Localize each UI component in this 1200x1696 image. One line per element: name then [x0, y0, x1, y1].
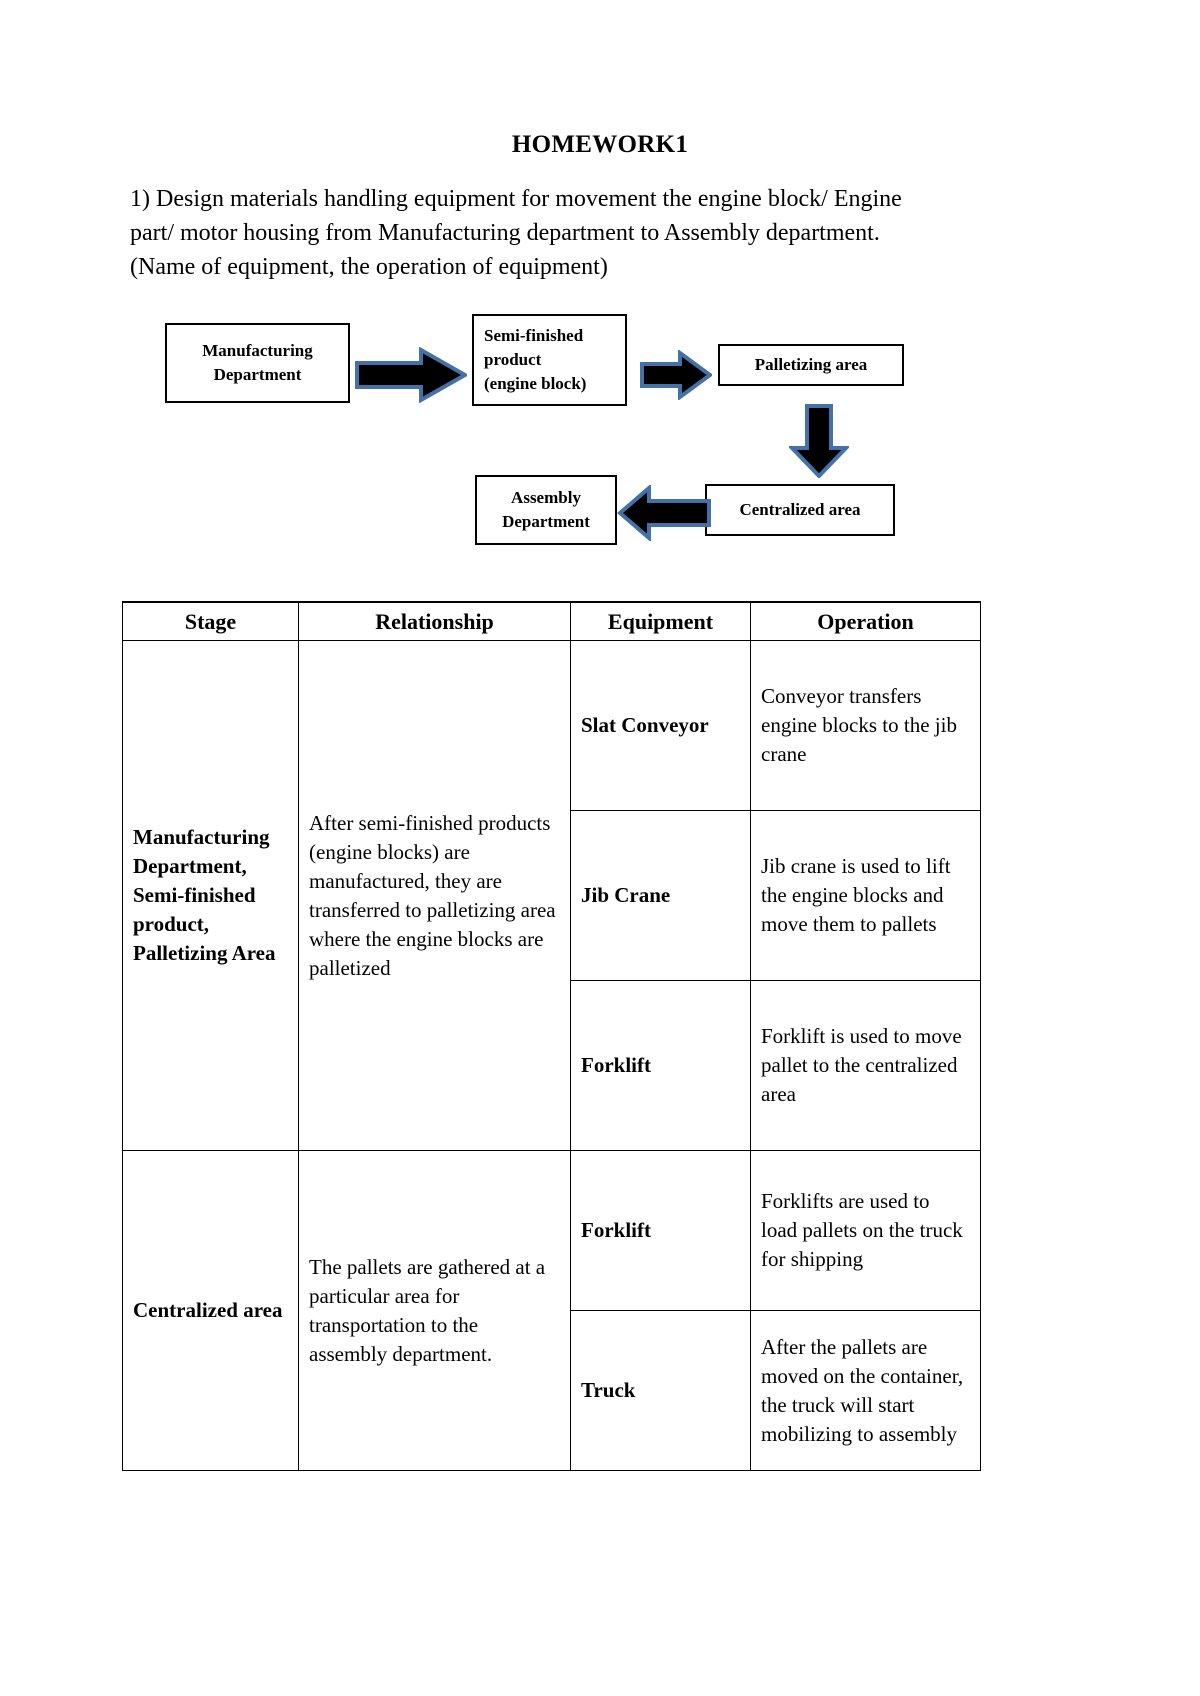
arrow-down-icon — [789, 404, 849, 478]
table-cell-operation: Forklift is used to move pallet to the c… — [750, 980, 981, 1151]
table-cell-operation: Jib crane is used to lift the engine blo… — [750, 810, 981, 981]
page-title: HOMEWORK1 — [511, 131, 689, 158]
table-cell-operation: After the pallets are moved on the conta… — [750, 1310, 981, 1471]
diagram-box-semifinished-line1: Semi-finished — [484, 326, 584, 345]
equipment-table-wrapper: Stage Relationship Equipment Operation M… — [122, 601, 981, 1471]
table-row: Jib Crane Jib crane is used to lift the … — [123, 810, 981, 981]
arrow-right-icon — [355, 347, 467, 403]
intro-line-1: 1) Design materials handling equipment f… — [130, 186, 902, 212]
table-header-operation: Operation — [750, 601, 981, 641]
diagram-box-manufacturing-line1: Manufacturing — [202, 341, 313, 360]
table-header-stage: Stage — [122, 601, 299, 641]
table-row: Truck After the pallets are moved on the… — [123, 1310, 981, 1471]
diagram-box-semifinished-line2: product — [484, 350, 542, 369]
diagram-box-centralized-label: Centralized area — [739, 500, 861, 519]
diagram-box-assembly-line2: Department — [502, 512, 590, 531]
diagram-box-manufacturing-line2: Department — [213, 365, 302, 384]
table-row: Centralized area The pallets are gathere… — [122, 1150, 981, 1471]
process-flow-diagram: Manufacturing Department Semi-finished p… — [0, 300, 1200, 570]
intro-line-2: part/ motor housing from Manufacturing d… — [130, 220, 880, 246]
table-header-row: Stage Relationship Equipment Operation — [122, 601, 981, 641]
table-cell-stage-group-1: Manufacturing Department, Semi-finished … — [122, 640, 299, 1151]
diagram-box-manufacturing-department: Manufacturing Department — [165, 323, 350, 403]
table-header-relationship: Relationship — [298, 601, 571, 641]
table-cell-relationship-group-1: After semi-finished products (engine blo… — [298, 640, 571, 1151]
diagram-box-semifinished-line3: (engine block) — [484, 374, 587, 393]
diagram-box-semi-finished-product: Semi-finished product (engine block) — [472, 314, 627, 406]
table-row: Forklift Forklift is used to move pallet… — [123, 980, 981, 1151]
table-cell-equipment: Forklift — [570, 1150, 751, 1311]
diagram-box-assembly-department: Assembly Department — [475, 475, 617, 545]
table-cell-relationship-group-2: The pallets are gathered at a particular… — [298, 1150, 571, 1471]
arrow-left-icon — [617, 485, 711, 541]
diagram-box-centralized-area: Centralized area — [705, 484, 895, 536]
intro-line-3: (Name of equipment, the operation of equ… — [130, 254, 608, 280]
table-cell-equipment: Jib Crane — [570, 810, 751, 981]
intro-paragraph: 1) Design materials handling equipment f… — [130, 182, 930, 284]
table-header-equipment: Equipment — [570, 601, 751, 641]
equipment-table: Stage Relationship Equipment Operation M… — [122, 601, 981, 1471]
diagram-box-palletizing-label: Palletizing area — [754, 355, 868, 374]
table-cell-equipment: Forklift — [570, 980, 751, 1151]
diagram-box-palletizing-area: Palletizing area — [718, 344, 904, 386]
table-row: Manufacturing Department, Semi-finished … — [122, 640, 981, 1151]
table-cell-stage-group-2: Centralized area — [122, 1150, 299, 1471]
diagram-box-assembly-line1: Assembly — [511, 488, 581, 507]
arrow-right-icon — [640, 350, 712, 400]
table-cell-equipment: Truck — [570, 1310, 751, 1471]
table-cell-operation: Forklifts are used to load pallets on th… — [750, 1150, 981, 1311]
table-cell-operation: Conveyor transfers engine blocks to the … — [750, 640, 981, 811]
table-cell-equipment: Slat Conveyor — [570, 640, 751, 811]
